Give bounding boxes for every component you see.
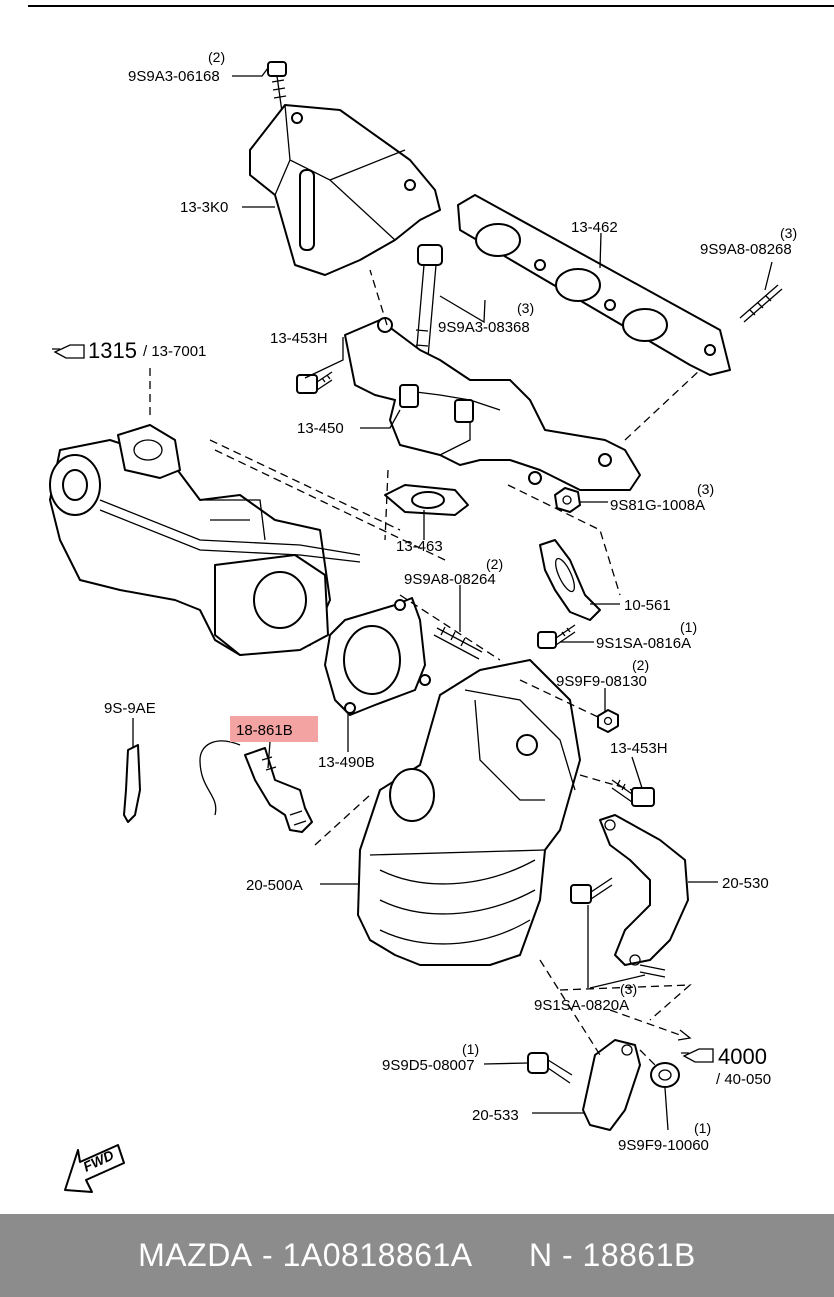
fwd-arrow-icon: FWD	[64, 1144, 125, 1193]
label-1315: 1315	[88, 338, 137, 363]
nut-9s9f9-08130	[597, 709, 619, 733]
qty-9s9a3-08368: (3)	[517, 300, 534, 316]
label-9s9a8-08264: 9S9A8-08264	[404, 571, 496, 588]
label-13-7001: / 13-7001	[143, 343, 206, 360]
label-13-490b: 13-490B	[318, 754, 375, 771]
label-20-533: 20-533	[472, 1107, 519, 1124]
label-9s81g-1008a: 9S81G-1008A	[610, 497, 705, 514]
label-18-861b: 18-861B	[236, 722, 293, 739]
bolt-9s9a3-08368	[413, 244, 443, 381]
pointing-hand-icon	[681, 1048, 714, 1063]
bracket-20-530	[599, 814, 689, 966]
label-13-463: 13-463	[396, 538, 443, 555]
label-13-450: 13-450	[297, 420, 344, 437]
footer-brand: MAZDA	[138, 1237, 253, 1273]
qty-9s9f9-08130: (2)	[632, 657, 649, 673]
qty-9s9a3-06168: (2)	[208, 49, 225, 65]
qty-9s1sa-0816a: (1)	[680, 619, 697, 635]
clip-9s-9ae	[123, 744, 141, 823]
bolt-9s9d5-08007	[527, 1052, 573, 1084]
qty-9s81g-1008a: (3)	[697, 481, 714, 497]
assembly-dashed-lines	[149, 269, 701, 1066]
label-40-050: / 40-050	[716, 1071, 771, 1088]
label-20-530: 20-530	[722, 875, 769, 892]
qty-9s1sa-0820a: (3)	[620, 981, 637, 997]
label-9s9a3-08368: 9S9A3-08368	[438, 319, 530, 336]
footer-part-number: 1A0818861A	[282, 1237, 473, 1273]
oxygen-sensor-18-861b	[199, 740, 313, 833]
qty-9s9a8-08264: (2)	[486, 556, 503, 572]
heat-shield-13-3k0	[249, 104, 441, 276]
stud-9s9a8-08264	[433, 626, 483, 660]
pointing-hand-icon	[52, 344, 85, 359]
label-9s9f9-08130: 9S9F9-08130	[556, 673, 647, 690]
footer-ref: N - 18861B	[528, 1237, 696, 1273]
label-9s9f9-10060: 9S9F9-10060	[618, 1137, 709, 1154]
bolt-13-453h-lower	[611, 779, 655, 807]
qty-9s9f9-10060: (1)	[694, 1120, 711, 1136]
bolt-9s1sa-0820a	[570, 877, 666, 978]
bolt-13-453h-upper	[296, 371, 333, 394]
stud-9s9a8-08268	[739, 284, 783, 323]
label-13-462: 13-462	[571, 219, 618, 236]
qty-9s9a8-08268: (3)	[780, 225, 797, 241]
gasket-13-463	[384, 484, 469, 516]
label-9s9a8-08268: 9S9A8-08268	[700, 241, 792, 258]
footer-separator: -	[252, 1237, 283, 1273]
label-13-453h-upper: 13-453H	[270, 330, 328, 347]
label-9s1sa-0816a: 9S1SA-0816A	[596, 635, 691, 652]
label-13-453h-lower: 13-453H	[610, 740, 668, 757]
gasket-13-462	[457, 194, 731, 376]
bracket-10-561	[539, 539, 601, 621]
label-9s1sa-0820a: 9S1SA-0820A	[534, 997, 629, 1014]
label-9s9d5-08007: 9S9D5-08007	[382, 1057, 475, 1074]
nut-9s81g-1008a	[554, 487, 581, 513]
catalytic-converter-20-500a	[357, 659, 581, 966]
parts-diagram: FWD	[28, 5, 834, 1193]
bolt-9s9a3-06168	[267, 61, 287, 113]
turbocharger-13-7001	[49, 424, 361, 656]
label-13-3k0: 13-3K0	[180, 199, 228, 216]
bracket-20-533	[582, 1039, 641, 1131]
exhaust-manifold-13-450	[344, 317, 641, 491]
part-number-footer: MAZDA - 1A0818861A N - 18861B	[0, 1214, 834, 1297]
gasket-13-490b	[324, 597, 431, 716]
qty-9s9d5-08007: (1)	[462, 1041, 479, 1057]
label-10-561: 10-561	[624, 597, 671, 614]
label-9s9a3-06168: 9S9A3-06168	[128, 68, 220, 85]
label-20-500a: 20-500A	[246, 877, 303, 894]
label-4000: 4000	[718, 1044, 767, 1069]
footer-gap	[473, 1237, 529, 1274]
nut-9s9f9-10060	[650, 1062, 680, 1088]
leader-lines	[132, 67, 773, 1131]
bolt-9s1sa-0816a	[537, 624, 576, 649]
label-9s-9ae: 9S-9AE	[104, 700, 156, 717]
highlight-box	[230, 716, 318, 742]
